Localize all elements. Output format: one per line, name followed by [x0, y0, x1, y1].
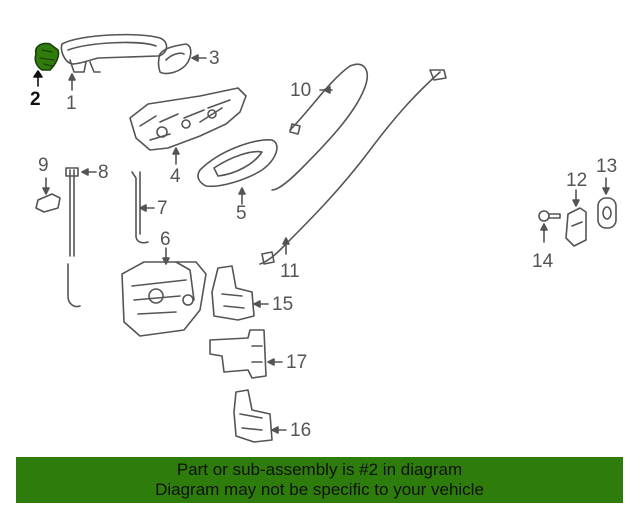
part-15-arrow [253, 300, 261, 308]
callout-4: 4 [170, 166, 181, 187]
callout-9: 9 [38, 155, 49, 176]
part-16-hinge[interactable] [233, 389, 273, 443]
part-17-check[interactable] [209, 329, 267, 379]
part-10-cable[interactable] [271, 63, 368, 191]
info-banner: Part or sub-assembly is #2 in diagram Di… [16, 457, 623, 503]
part-6-latch[interactable] [121, 261, 207, 337]
callout-15: 15 [272, 294, 294, 315]
callout-2: 2 [30, 89, 41, 110]
part-11-cable[interactable] [259, 69, 447, 265]
part-10-arrow [323, 86, 331, 94]
callout-8: 8 [98, 162, 109, 183]
part-12-striker[interactable] [565, 207, 587, 247]
callout-1: 1 [66, 93, 77, 114]
part-13-arrow [602, 187, 610, 195]
callout-12: 12 [566, 170, 588, 191]
part-5-arrow [238, 187, 246, 195]
part-13-pad[interactable] [597, 197, 617, 229]
part-15-hinge[interactable] [211, 265, 255, 321]
part-7-rod[interactable] [131, 171, 149, 244]
part-1-outside-handle[interactable] [60, 33, 168, 73]
part-6-arrow [162, 257, 170, 265]
banner-line-1: Part or sub-assembly is #2 in diagram [176, 460, 463, 479]
part-9-arrow [42, 187, 50, 195]
callout-16: 16 [290, 420, 312, 441]
part-3-bezel[interactable] [157, 43, 192, 75]
part-8-arrow [81, 168, 89, 176]
part-14-arrow [540, 223, 548, 231]
part-17-arrow [267, 358, 275, 366]
callout-7: 7 [157, 198, 168, 219]
part-4-arrow [172, 147, 180, 155]
part-2-handle-cap[interactable] [34, 42, 60, 71]
part-5-inside-handle[interactable] [197, 139, 278, 188]
part-11-arrow [282, 237, 290, 245]
callout-13: 13 [596, 156, 618, 177]
callout-6: 6 [160, 229, 171, 250]
callout-3: 3 [209, 48, 220, 69]
part-2-arrow [33, 70, 43, 78]
part-12-arrow [572, 199, 580, 207]
part-16-arrow [271, 426, 279, 434]
part-3-arrow [191, 54, 199, 62]
part-7-arrow [139, 204, 147, 212]
callout-14: 14 [532, 251, 554, 272]
callout-17: 17 [286, 352, 308, 373]
part-4-lock-assembly[interactable] [129, 87, 247, 151]
part-8-rod[interactable] [65, 167, 81, 308]
banner-line-2: Diagram may not be specific to your vehi… [155, 480, 484, 499]
callout-5: 5 [236, 203, 247, 224]
part-9-clip[interactable] [35, 193, 61, 213]
callout-10: 10 [290, 80, 312, 101]
callout-11: 11 [280, 261, 300, 282]
part-14-bolt[interactable] [538, 210, 561, 222]
part-1-arrow [68, 73, 76, 81]
